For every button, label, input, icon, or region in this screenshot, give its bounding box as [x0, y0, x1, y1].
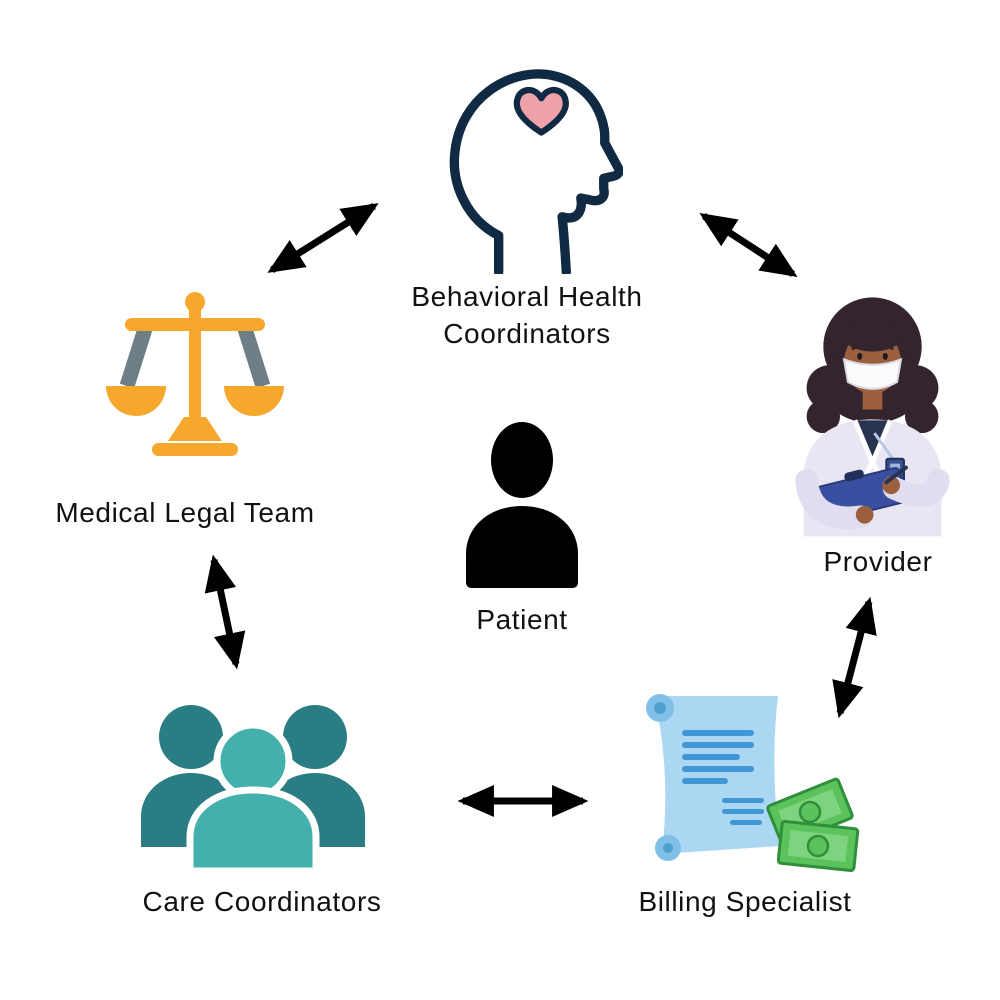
head-with-heart-icon: [449, 69, 624, 277]
scales-of-justice-icon: [106, 292, 284, 456]
billing-specialist-label: Billing Specialist: [638, 886, 852, 917]
node-medical-legal: [100, 288, 290, 470]
node-billing-specialist: [622, 678, 862, 874]
care-coordinators-label: Care Coordinators: [142, 886, 382, 917]
node-behavioral-health: [443, 66, 624, 277]
arrow-medical-care: [204, 554, 246, 670]
arrow-medical-behavioral: [267, 203, 379, 273]
doctor-illustration: [795, 297, 950, 537]
arrow-behavioral-provider: [699, 213, 798, 277]
medical-legal-label: Medical Legal Team: [55, 497, 315, 528]
node-provider: [782, 285, 964, 537]
node-care-coordinators: [128, 695, 378, 875]
behavioral-health-label: Behavioral Health Coordinators: [411, 281, 643, 349]
provider-label: Provider: [823, 546, 933, 577]
invoice-money-icon: [646, 694, 860, 873]
node-patient: [452, 418, 592, 590]
people-group-icon: [141, 705, 365, 875]
person-silhouette-icon: [466, 422, 578, 588]
patient-label: Patient: [476, 604, 568, 635]
